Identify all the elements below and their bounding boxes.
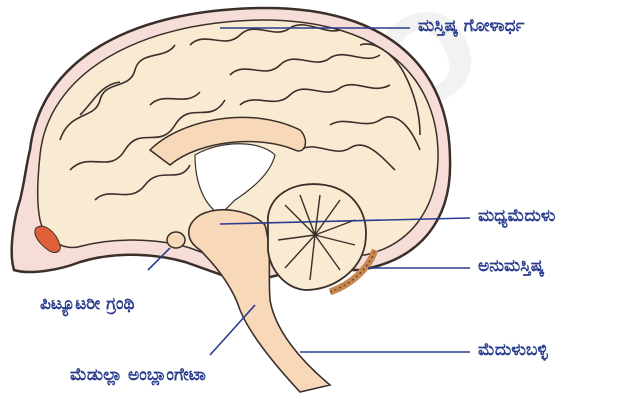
label-cerebrum: ಮಸ್ತಿಷ್ಕ ಗೋಳಾರ್ಧ — [418, 16, 524, 36]
label-cerebellum: ಅನುಮಸ್ತಿಷ್ಕ — [478, 256, 544, 276]
label-midbrain: ಮಧ್ಯಮೆದುಳು — [478, 206, 555, 226]
label-medulla: ಮೆಡುಲ್ಲಾ ಅಂಬ್ಲಾಂಗೇಟಾ — [70, 365, 206, 385]
pituitary-gland — [167, 232, 185, 248]
label-spinal-cord: ಮೆದುಳುಬಳ್ಳಿ — [478, 340, 548, 360]
label-pituitary: ಪಿಟ್ಯೂಟರೀ ಗ್ರಂಥಿ — [40, 294, 135, 314]
leader-medulla — [210, 305, 255, 355]
